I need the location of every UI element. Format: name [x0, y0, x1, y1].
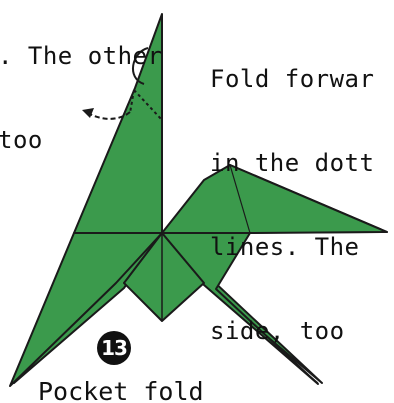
- caption-right: Fold forwar in the dott lines. The side,…: [210, 9, 374, 401]
- caption-left-line: too: [0, 126, 162, 154]
- caption-left: . The other too: [0, 0, 162, 210]
- caption-left-line: . The other: [0, 42, 162, 70]
- caption-right-line: Fold forwar: [210, 65, 374, 93]
- caption-right-line: side, too: [210, 317, 374, 345]
- body-left-panel: [10, 233, 162, 386]
- step-title: Pocket fold: [38, 377, 204, 403]
- step-number-badge: 13: [97, 331, 131, 365]
- caption-right-line: lines. The: [210, 233, 374, 261]
- caption-right-line: in the dott: [210, 149, 374, 177]
